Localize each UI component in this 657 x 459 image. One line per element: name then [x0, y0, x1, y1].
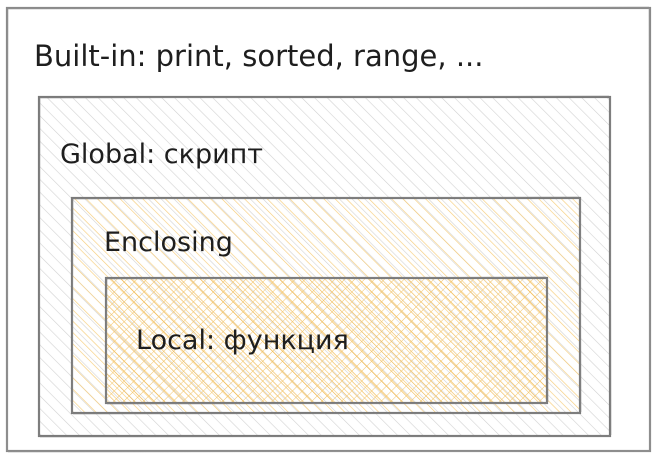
builtin-scope-label: Built-in: print, sorted, range, ...: [34, 39, 483, 73]
enclosing-scope-label: Enclosing: [104, 227, 233, 258]
local-scope-box: [104, 276, 549, 405]
global-scope-label: Global: скрипт: [60, 139, 263, 170]
local-scope-label: Local: функция: [136, 325, 349, 356]
